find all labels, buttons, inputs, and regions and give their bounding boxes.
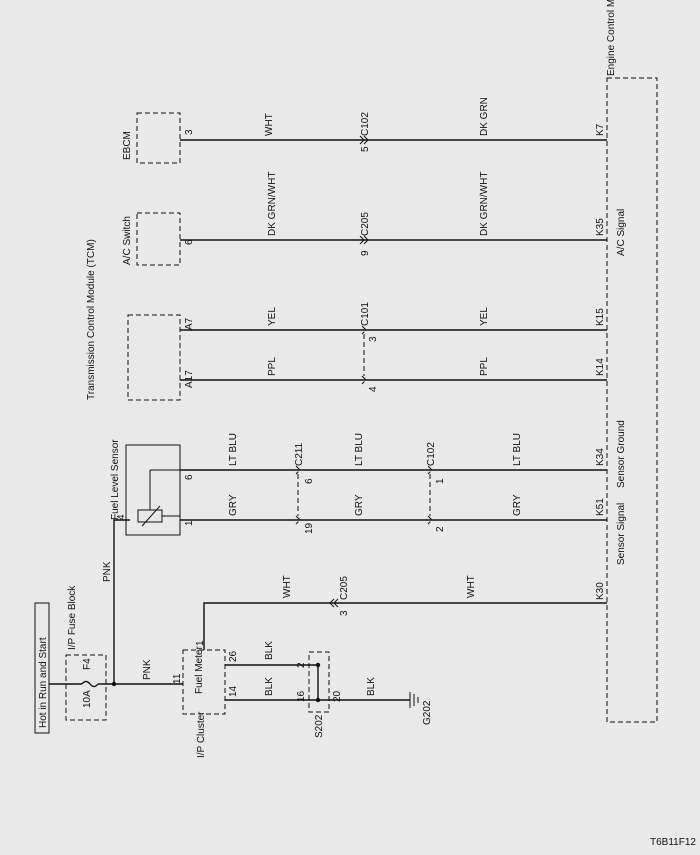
tcm-pin-a7: A7 xyxy=(184,317,195,330)
ground-symbol xyxy=(409,692,419,708)
hot-bar xyxy=(34,602,50,734)
ecm-ac-signal: A/C Signal xyxy=(616,209,627,256)
c102-top-label: C102 xyxy=(360,112,371,136)
c211-pin-6: 6 xyxy=(304,478,315,484)
fuel-sensor-box xyxy=(125,444,181,536)
wire-label-gry-1: GRY xyxy=(228,494,239,516)
figure-id: T6B11F12 xyxy=(650,837,696,848)
c205-low-pin: 3 xyxy=(339,610,350,616)
c205-low-label: C205 xyxy=(339,576,350,600)
c211-connector xyxy=(295,465,301,525)
ecm-label: Engine Control Module (ECM) xyxy=(606,0,617,76)
ecm-pin-k14: K14 xyxy=(595,358,606,376)
wire-label-yel-1: YEL xyxy=(267,307,278,326)
ecm-pin-k30: K30 xyxy=(595,582,606,600)
c205-ac-label: C205 xyxy=(360,212,371,236)
cluster-pin-26: 26 xyxy=(228,650,239,662)
tcm-label: Transmission Control Module (TCM) xyxy=(86,239,97,400)
wire-label-dkgrnwht-1: DK GRN/WHT xyxy=(267,172,278,236)
ecm-pin-k34: K34 xyxy=(595,448,606,466)
wire-label-ppl-2: PPL xyxy=(479,357,490,376)
fuse-block-label: I/P Fuse Block xyxy=(67,585,78,650)
wire-label-wht-low-1: WHT xyxy=(282,575,293,598)
fuse-rating: 10A xyxy=(82,690,93,708)
wire-label-dkgrnwht-2: DK GRN/WHT xyxy=(479,172,490,236)
fuse-f4-symbol xyxy=(49,680,114,688)
c102-top-connector xyxy=(359,135,369,145)
c101-connector xyxy=(361,325,367,385)
wire-label-ltblu-1: LT BLU xyxy=(228,433,239,466)
c102-low-label: C102 xyxy=(426,442,437,466)
c102-top-pin: 5 xyxy=(360,146,371,152)
c102-low-pin-2: 2 xyxy=(435,526,446,532)
ecm-pin-k51: K51 xyxy=(595,498,606,516)
s202-pin-2: 2 xyxy=(296,662,307,668)
s202-pin-16: 16 xyxy=(296,690,307,702)
c101-label: C101 xyxy=(360,302,371,326)
fuse-block-box xyxy=(65,654,107,721)
variable-resistor xyxy=(137,509,163,523)
ac-switch-box xyxy=(136,212,181,266)
fuse-name: F4 xyxy=(82,658,93,670)
ecm-pin-k35: K35 xyxy=(595,218,606,236)
tcm-pin-a17: A17 xyxy=(184,370,195,388)
wire-label-yel-2: YEL xyxy=(479,307,490,326)
wire-label-wht-top: WHT xyxy=(264,113,275,136)
c101-pin-4: 4 xyxy=(368,386,379,392)
ebcm-pin: 3 xyxy=(184,129,195,135)
wire-label-blk-3: BLK xyxy=(366,677,377,696)
c102-low-pin-1: 1 xyxy=(435,478,446,484)
fuel-meter-label: Fuel Meter xyxy=(194,646,205,694)
hot-label: Hot in Run and Start xyxy=(38,637,49,728)
wire-label-blk-1: BLK xyxy=(264,641,275,660)
ip-cluster-label: I/P Cluster xyxy=(196,711,207,758)
c102-low-connector xyxy=(427,465,433,525)
wires-tcm xyxy=(180,329,607,381)
wire-label-gry-2: GRY xyxy=(354,494,365,516)
c211-label: C211 xyxy=(294,442,305,466)
fuel-sensor-label: Fuel Level Sensor xyxy=(110,439,121,520)
ecm-sensor-signal: Sensor Signal xyxy=(616,503,627,565)
ac-switch-label: A/C Switch xyxy=(122,216,133,265)
wire-label-wht-low-2: WHT xyxy=(466,575,477,598)
cluster-pin-11: 11 xyxy=(172,673,183,684)
wire-label-pnk-2: PNK xyxy=(142,659,153,680)
cluster-pin-1: 1 xyxy=(195,640,206,646)
ground-label: G202 xyxy=(422,700,433,725)
wire-label-gry-3: GRY xyxy=(512,494,523,516)
ecm-box xyxy=(606,77,658,723)
ebcm-label: EBCM xyxy=(122,131,133,160)
c205-ac-pin: 9 xyxy=(360,250,371,256)
sensor-pin-1: 1 xyxy=(184,520,195,526)
c101-pin-3: 3 xyxy=(368,336,379,342)
sensor-pin-6: 6 xyxy=(184,474,195,480)
wire-pnk-sensor xyxy=(113,519,130,684)
ac-switch-pin: 6 xyxy=(184,239,195,245)
wire-label-blk-2: BLK xyxy=(264,677,275,696)
sensor-pin-4: 4 xyxy=(116,514,127,520)
wire-label-ltblu-3: LT BLU xyxy=(512,433,523,466)
ebcm-box xyxy=(136,112,181,164)
wire-label-ltblu-2: LT BLU xyxy=(354,433,365,466)
c205-ac-connector xyxy=(359,235,369,245)
s202-label: S202 xyxy=(314,714,325,738)
wire-label-ppl-1: PPL xyxy=(267,357,278,376)
tcm-box xyxy=(127,314,181,401)
ecm-pin-k15: K15 xyxy=(595,308,606,326)
c205-low-connector xyxy=(329,598,339,608)
cluster-pin-14: 14 xyxy=(228,685,239,697)
c211-pin-19: 19 xyxy=(304,522,315,534)
wire-label-pnk-1: PNK xyxy=(102,561,113,582)
ecm-sensor-ground: Sensor Ground xyxy=(616,420,627,488)
s202-pin-20: 20 xyxy=(332,690,343,702)
s202-box xyxy=(308,651,330,713)
splice-dot xyxy=(315,662,321,668)
sensor-internal-wiring xyxy=(141,469,180,527)
wire-wht-k30 xyxy=(203,602,607,650)
wire-label-dkgrn: DK GRN xyxy=(479,97,490,136)
ecm-pin-k7: K7 xyxy=(595,123,606,136)
wires-blk-cluster xyxy=(225,664,318,701)
